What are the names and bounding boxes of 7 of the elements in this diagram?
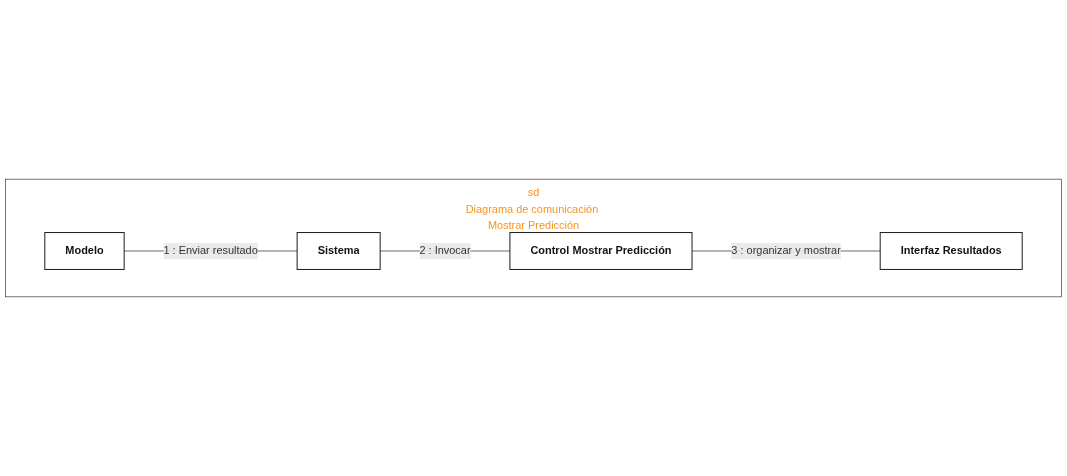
edge-label: 3 : organizar y mostrar (731, 244, 841, 257)
edge-label: 1 : Enviar resultado (163, 244, 258, 257)
node-box: Control Mostrar Predicción (509, 232, 693, 270)
edge-label: 2 : Invocar (419, 244, 471, 257)
node-box: Interfaz Resultados (879, 232, 1023, 270)
node-box: Modelo (44, 232, 125, 270)
node-box: Sistema (296, 232, 381, 270)
